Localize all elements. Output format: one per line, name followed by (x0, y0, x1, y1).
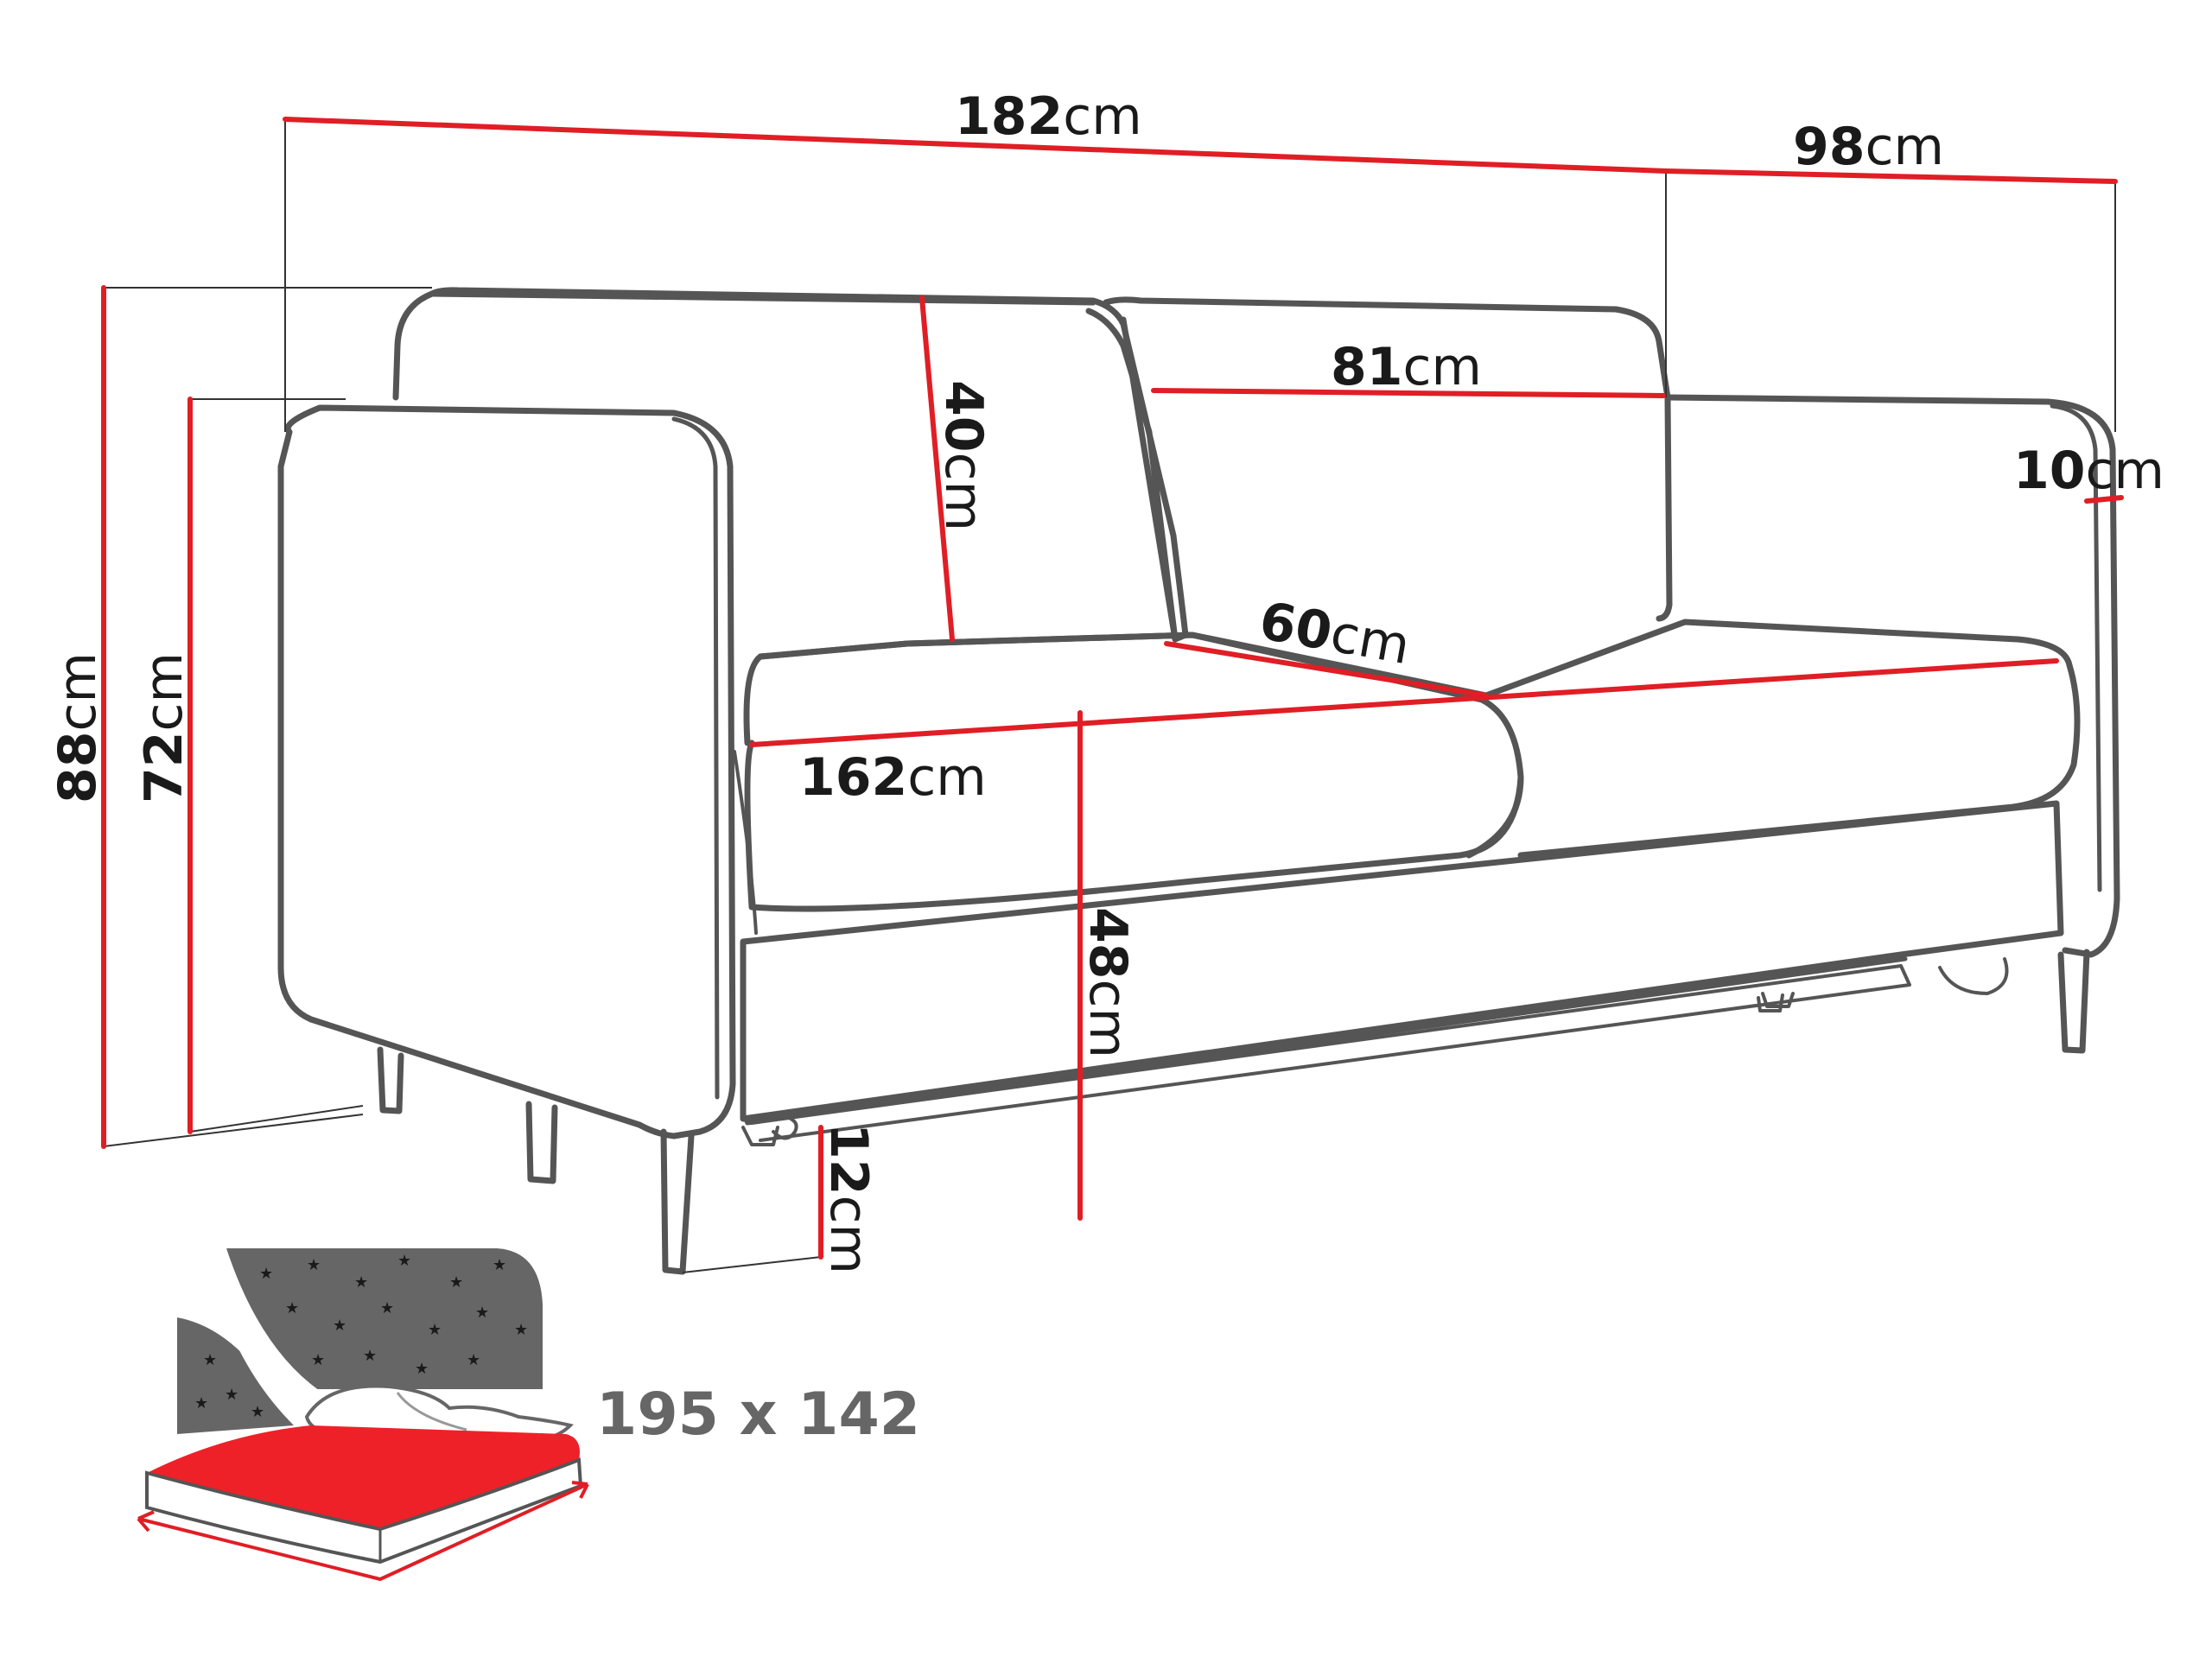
label-total-height: 88cm (48, 652, 108, 803)
svg-text:★: ★ (354, 1273, 368, 1292)
dim-line-total-width (283, 117, 1669, 174)
svg-text:★: ★ (428, 1321, 442, 1339)
label-armrest-height: 72cm (134, 652, 194, 803)
pull-out-mechanism (741, 1117, 798, 1146)
bed-size-arrow (137, 1482, 588, 1582)
label-backrest-width: 81cm (1331, 337, 1482, 397)
dimension-labels: 182cm 98cm 81cm 40cm 10cm 60cm 162cm 88c… (48, 86, 2164, 1274)
dim-line-backrest-height (919, 295, 955, 642)
label-seat-width: 162cm (799, 747, 987, 808)
dim-line-depth (1663, 168, 2118, 184)
svg-text:★: ★ (311, 1351, 325, 1369)
dim-line-backrest-width (1151, 388, 1666, 398)
svg-text:★: ★ (285, 1299, 299, 1317)
mattress-icon (147, 1425, 580, 1529)
svg-text:★: ★ (449, 1273, 463, 1292)
leg-front-right (2057, 949, 2090, 1054)
dim-line-seat-depth (1164, 641, 1489, 698)
leg-back-left (377, 1046, 404, 1114)
svg-text:★: ★ (203, 1351, 217, 1369)
svg-text:★: ★ (380, 1299, 394, 1317)
dim-line-seat-width (749, 658, 2059, 747)
label-seat-height: 48cm (1077, 907, 1138, 1058)
label-total-width: 182cm (955, 86, 1142, 147)
svg-text:★: ★ (514, 1321, 528, 1339)
leg-front-mid (525, 1101, 558, 1184)
svg-text:★: ★ (333, 1317, 346, 1335)
svg-text:★: ★ (415, 1360, 429, 1378)
sofa-drawing (277, 287, 2120, 1275)
svg-text:★: ★ (467, 1351, 480, 1369)
back-cushion-left (429, 287, 1189, 643)
label-armrest-width: 10cm (2013, 441, 2164, 501)
extension-lines (103, 121, 2116, 1273)
night-sky-icon (226, 1248, 543, 1389)
svg-text:★: ★ (397, 1252, 411, 1270)
bed-size-label: 195 x 142 (596, 1381, 920, 1449)
svg-text:★: ★ (194, 1394, 208, 1412)
svg-text:★: ★ (307, 1256, 321, 1274)
back-cushion-right (1103, 296, 1673, 622)
leg-front-left (660, 1128, 695, 1275)
left-arm (277, 404, 736, 1139)
svg-text:★: ★ (259, 1265, 273, 1283)
svg-text:★: ★ (475, 1304, 489, 1322)
svg-text:★: ★ (225, 1386, 238, 1404)
svg-text:★: ★ (363, 1347, 377, 1365)
dim-line-armrest-width (2084, 495, 2124, 504)
label-depth: 98cm (1793, 117, 1944, 177)
right-arm (1664, 394, 2120, 958)
sofa-base (740, 800, 2064, 1122)
svg-text:★: ★ (493, 1256, 506, 1274)
label-backrest-height: 40cm (933, 380, 994, 531)
seat-cushion-right (1483, 619, 2081, 859)
label-leg-height: 12cm (818, 1123, 879, 1274)
dimension-lines (101, 117, 2124, 1260)
label-seat-depth: 60cm (1255, 591, 1414, 676)
bed-icon: ★ ★ ★ ★ ★ ★ ★ ★ ★ ★ ★ ★ ★ ★ ★ ★ ★ ★ ★ ★ (137, 1248, 589, 1582)
stars: ★ ★ ★ ★ ★ ★ ★ ★ ★ ★ ★ ★ ★ ★ ★ ★ ★ ★ ★ ★ (194, 1252, 528, 1421)
leg-back-right (1757, 993, 1784, 1012)
back-left-outline (392, 290, 435, 401)
svg-text:★: ★ (251, 1403, 264, 1421)
